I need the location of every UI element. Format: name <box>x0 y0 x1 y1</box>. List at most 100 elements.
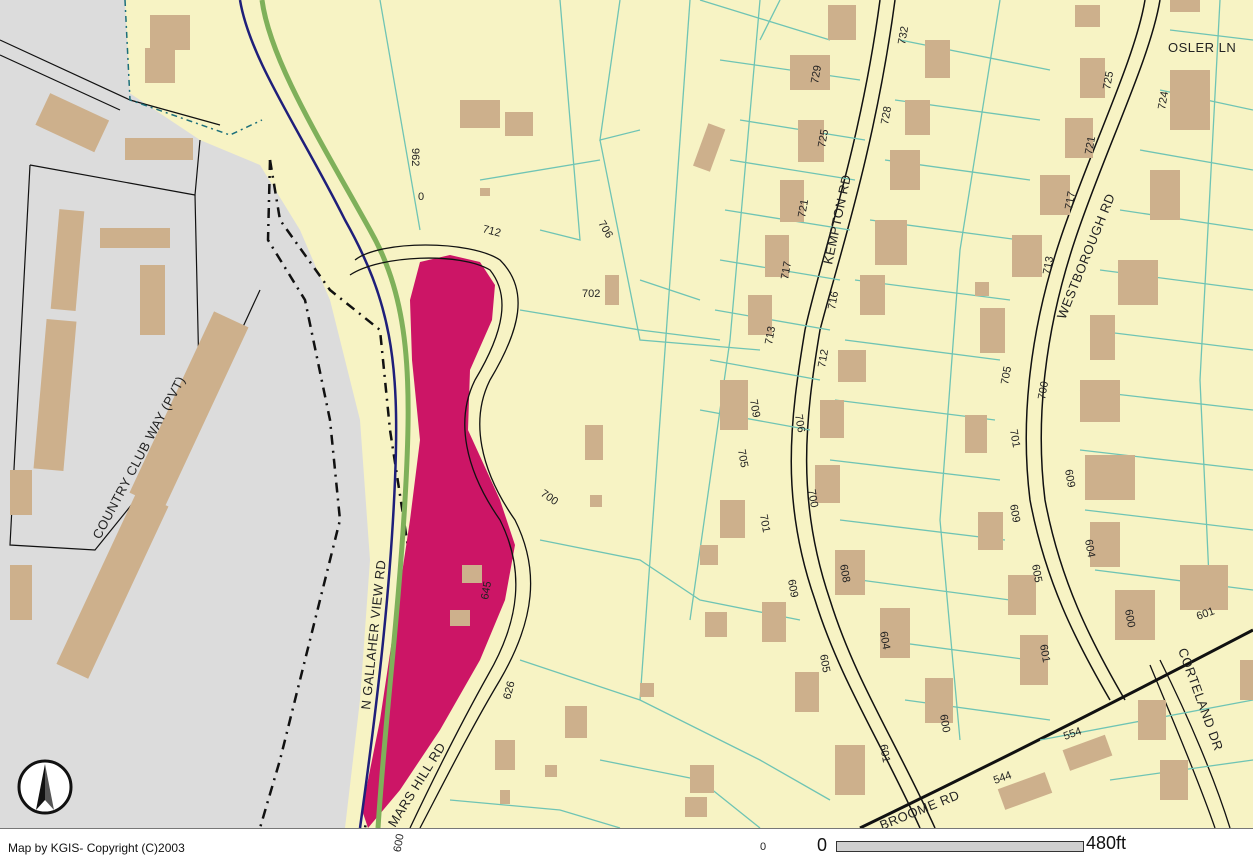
building <box>495 740 515 770</box>
map-canvas: COUNTRY CLUB WAY (PVT) N GALLAHER VIEW R… <box>0 0 1253 833</box>
building <box>820 400 844 438</box>
highlighted-parcel[interactable] <box>362 255 515 828</box>
building <box>585 425 603 460</box>
address-label: 604 <box>1082 538 1097 558</box>
westborough-road-edges <box>1025 0 1161 701</box>
building <box>1090 315 1115 360</box>
address-label: 554 <box>1062 725 1083 743</box>
building <box>10 470 32 515</box>
building <box>605 275 619 305</box>
building <box>1062 734 1113 771</box>
building <box>145 48 175 83</box>
address-label: 700 <box>805 488 820 508</box>
broome-road-line <box>859 628 1253 830</box>
address-label: 725 <box>816 128 831 148</box>
map-footer: Map by KGIS- Copyright (C)2003 600 0 0 4… <box>0 828 1253 866</box>
building <box>765 235 789 277</box>
building <box>1012 235 1042 277</box>
address-label: 717 <box>1063 190 1078 210</box>
address-label: 605 <box>1029 563 1044 583</box>
building <box>720 380 748 430</box>
building <box>838 350 866 382</box>
address-label: 700 <box>1036 380 1051 400</box>
address-label: 600 <box>937 713 952 733</box>
building <box>690 765 714 793</box>
building <box>100 228 170 248</box>
boundary-dashes <box>124 0 263 136</box>
building <box>460 100 500 128</box>
building <box>1150 170 1180 220</box>
building <box>450 610 470 626</box>
address-label: 721 <box>796 198 811 218</box>
building <box>795 672 819 712</box>
building <box>1040 175 1070 215</box>
building <box>1138 700 1166 740</box>
address-label: 713 <box>763 325 778 345</box>
building <box>1080 58 1105 98</box>
address-label: 609 <box>1062 468 1077 488</box>
building <box>780 180 804 222</box>
building <box>640 683 654 697</box>
building <box>997 772 1053 810</box>
north-arrow-icon <box>17 759 73 815</box>
address-labels: 962 0 712 706 702 700 645 626 729 725 72… <box>409 25 1216 786</box>
building <box>129 311 249 509</box>
building <box>33 318 77 472</box>
building <box>835 550 865 595</box>
building <box>1240 660 1253 700</box>
building <box>1160 760 1188 800</box>
building <box>798 120 824 162</box>
address-label: 0 <box>418 191 424 203</box>
address-label: 604 <box>877 630 892 650</box>
building <box>925 678 953 723</box>
buildings <box>10 0 1253 817</box>
address-label: 605 <box>817 653 832 673</box>
building <box>500 790 510 804</box>
address-label: 712 <box>481 223 502 239</box>
address-label: 712 <box>816 348 831 368</box>
scale-bar <box>836 841 1084 852</box>
kempton-road-edges <box>790 0 936 829</box>
building <box>1075 5 1100 27</box>
building <box>1180 565 1228 610</box>
copyright-credit: Map by KGIS- Copyright (C)2003 <box>8 841 185 855</box>
building <box>875 220 907 265</box>
address-label: 0 <box>760 841 767 853</box>
building <box>590 495 602 507</box>
address-label: 717 <box>779 260 794 280</box>
blue-route-line <box>238 0 398 829</box>
address-label: 724 <box>1156 90 1171 110</box>
building <box>505 112 533 136</box>
pavement-area-north <box>0 0 130 95</box>
address-label: 709 <box>747 398 762 418</box>
road-label-osler: OSLER LN <box>1168 40 1236 55</box>
building <box>480 188 490 196</box>
address-label: 601 <box>1195 605 1216 623</box>
building <box>1065 118 1093 158</box>
building <box>56 491 169 679</box>
building <box>50 209 85 311</box>
address-label: 645 <box>479 580 494 600</box>
building <box>685 797 707 817</box>
building <box>693 123 726 172</box>
address-label: 713 <box>1041 255 1056 275</box>
building <box>1115 590 1155 640</box>
address-label: 716 <box>826 290 841 310</box>
address-label: 732 <box>896 25 911 45</box>
address-label: 601 <box>877 743 892 763</box>
building <box>748 295 772 335</box>
address-label: 705 <box>735 448 750 468</box>
building <box>1090 522 1120 567</box>
building <box>762 602 786 642</box>
building <box>890 150 920 190</box>
address-label: 701 <box>1007 428 1022 448</box>
address-label: 962 <box>409 148 421 166</box>
address-label: 544 <box>992 769 1013 787</box>
scale-end-label: 480ft <box>1086 833 1127 853</box>
building <box>1170 70 1210 130</box>
building <box>700 545 718 565</box>
building <box>10 565 32 620</box>
building <box>545 765 557 777</box>
building <box>925 40 950 78</box>
